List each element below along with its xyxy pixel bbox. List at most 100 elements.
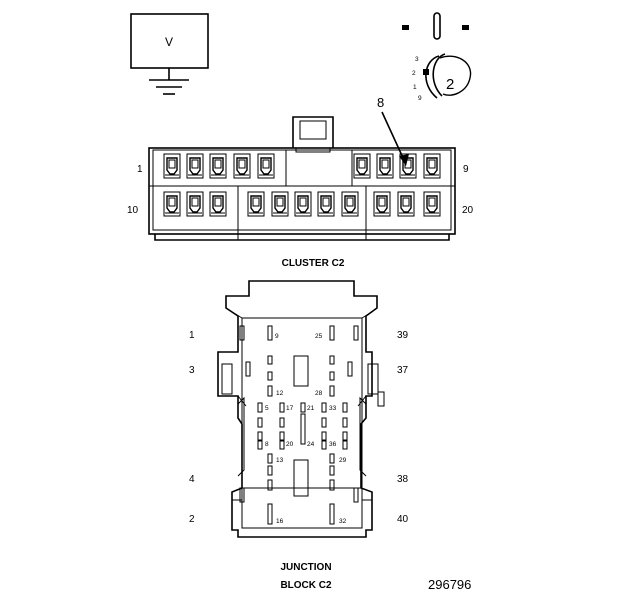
cluster-c2-connector: 8 1 9 10 20 CLUSTER C2 xyxy=(127,95,474,269)
terminal-slot xyxy=(342,402,348,413)
junction-pin-number: 16 xyxy=(276,518,284,525)
terminal-cavity xyxy=(353,153,371,179)
terminal-slot xyxy=(353,487,359,503)
terminal-cavity xyxy=(271,191,289,217)
terminal-slot xyxy=(321,417,327,428)
terminal-slot xyxy=(329,371,335,381)
terminal-cavity xyxy=(247,191,265,217)
junction-pin-number: 8 xyxy=(265,441,269,448)
junction-pin-number: 5 xyxy=(265,405,269,412)
junction-pin-number: 20 xyxy=(286,441,294,448)
terminal-cavity xyxy=(423,153,441,179)
junction-pin-label: 2 xyxy=(189,514,195,525)
terminal-cavity xyxy=(341,191,359,217)
probe-tip-right xyxy=(462,25,469,30)
terminal-slot xyxy=(321,439,327,450)
terminal-slot xyxy=(267,371,273,381)
terminal-slot xyxy=(293,459,309,497)
terminal-slot xyxy=(321,402,327,413)
terminal-slot xyxy=(279,402,285,413)
ground-icon xyxy=(149,79,189,95)
junction-pin-number: 24 xyxy=(307,441,315,448)
probe-callout: 2 xyxy=(446,76,454,93)
probe-number: 9 xyxy=(418,95,422,102)
terminal-slot xyxy=(329,479,335,491)
terminal-slot xyxy=(342,417,348,428)
terminal-slot xyxy=(300,413,306,445)
figure-id: 296796 xyxy=(428,577,471,592)
terminal-slot xyxy=(267,479,273,491)
terminal-slot xyxy=(329,325,335,341)
junction-pin-number: 33 xyxy=(329,405,337,412)
terminal-slot xyxy=(267,355,273,365)
callout-leader xyxy=(381,111,405,161)
probe-tip-left xyxy=(402,25,409,30)
probe-number: 2 xyxy=(412,70,416,77)
terminal-slot xyxy=(239,487,245,503)
terminal-slot xyxy=(347,361,353,377)
junction-pin-label: 37 xyxy=(397,365,409,376)
terminal-slot xyxy=(279,439,285,450)
cluster-pin-label: 9 xyxy=(463,164,469,175)
junction-pin-number: 32 xyxy=(339,518,347,525)
cluster-pin-label: 10 xyxy=(127,205,139,216)
connector-latch xyxy=(292,116,334,148)
terminal-cavity xyxy=(209,153,227,179)
junction-pin-label: 39 xyxy=(397,330,409,341)
terminal-slot xyxy=(279,417,285,428)
terminal-slot xyxy=(239,325,245,341)
pin-callout-8: 8 xyxy=(377,95,384,110)
terminal-slot xyxy=(257,417,263,428)
terminal-slot xyxy=(329,355,335,365)
terminal-probe-detail: 3 2 1 9 2 xyxy=(402,12,472,102)
junction-pin-number: 25 xyxy=(315,333,323,340)
terminal-slot xyxy=(293,355,309,387)
terminal-cavity xyxy=(209,191,227,217)
terminal-slot xyxy=(329,503,335,525)
cluster-pin-label: 20 xyxy=(462,205,474,216)
cluster-cavities xyxy=(163,153,441,217)
terminal-slot xyxy=(353,325,359,341)
junction-pin-label: 38 xyxy=(397,474,409,485)
terminal-slot xyxy=(267,465,273,476)
terminal-slot xyxy=(329,465,335,476)
junction-pin-label: 1 xyxy=(189,330,195,341)
terminal-cavity xyxy=(376,153,394,179)
terminal-slot xyxy=(257,402,263,413)
probe-number: 1 xyxy=(413,84,417,91)
probe-number: 3 xyxy=(415,56,419,63)
junction-pin-number: 17 xyxy=(286,405,294,412)
junction-pin-number: 9 xyxy=(275,333,279,340)
terminal-cavity xyxy=(294,191,312,217)
terminal-slot xyxy=(342,431,348,442)
junction-pin-number: 12 xyxy=(276,390,284,397)
junction-pin-number: 28 xyxy=(315,390,323,397)
terminal-slot xyxy=(329,453,335,464)
terminal-cavity xyxy=(186,153,204,179)
junction-caption-line2: BLOCK C2 xyxy=(280,580,332,591)
terminal-slot xyxy=(300,402,306,413)
terminal-cavity xyxy=(257,153,275,179)
terminal-cavity xyxy=(317,191,335,217)
connector-body xyxy=(148,147,456,235)
terminal-slot xyxy=(342,439,348,450)
junction-cavities xyxy=(239,325,359,525)
voltmeter: V xyxy=(130,13,209,95)
terminal-slot xyxy=(257,431,263,442)
junction-pin-label: 40 xyxy=(397,514,409,525)
terminal-slot xyxy=(245,361,251,377)
terminal-slot xyxy=(321,431,327,442)
junction-inner-labels: 9 25 12 28 5 17 21 33 8 20 24 36 13 29 1… xyxy=(265,333,347,525)
terminal-slot xyxy=(267,385,273,397)
junction-pin-label: 3 xyxy=(189,365,195,376)
junction-pin-number: 29 xyxy=(339,457,347,464)
cluster-caption: CLUSTER C2 xyxy=(282,258,345,269)
terminal-slot xyxy=(267,453,273,464)
terminal-cavity xyxy=(233,153,251,179)
terminal-cavity xyxy=(163,153,181,179)
terminal-slot xyxy=(329,385,335,397)
terminal-cavity xyxy=(397,191,415,217)
terminal-slot xyxy=(257,439,263,450)
junction-block-c2-connector: 9 25 12 28 5 17 21 33 8 20 24 36 13 29 1… xyxy=(189,280,409,591)
